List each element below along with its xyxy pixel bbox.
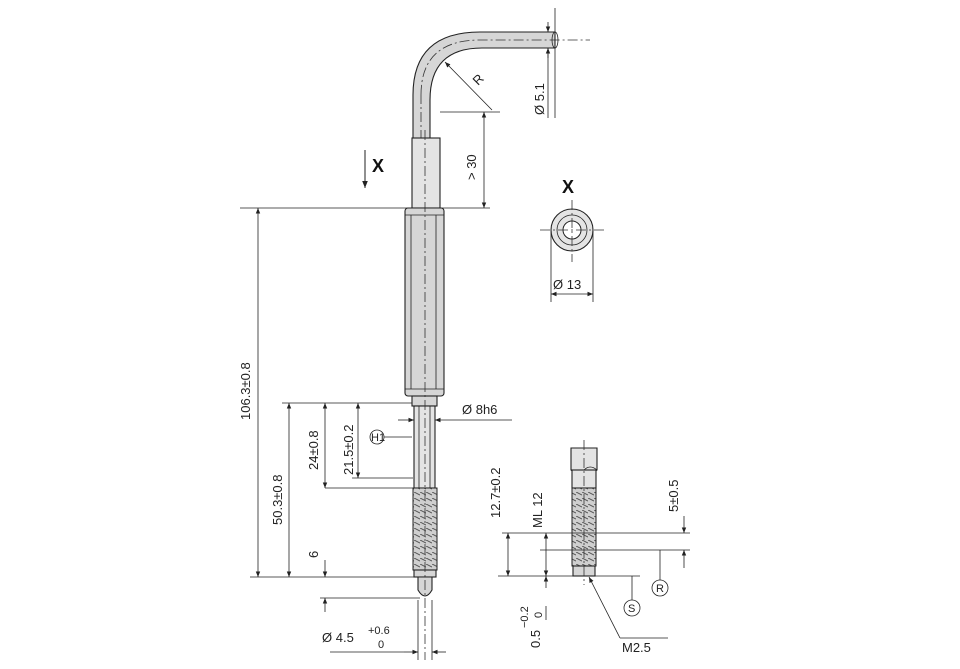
- svg-text:H1: H1: [371, 432, 385, 444]
- dim-stem-21-5: 21.5±0.2: [341, 424, 356, 475]
- dim-cable-diameter: Ø 5.1: [532, 83, 547, 115]
- probe-body: [404, 207, 445, 397]
- dim-detail-tol-upper: −0.2: [519, 606, 531, 628]
- cable-neck: [411, 137, 441, 209]
- dim-bend-radius: R: [470, 71, 487, 88]
- dim-stem-24: 24±0.8: [306, 430, 321, 470]
- dim-detail-5: 5±0.5: [666, 480, 681, 512]
- dim-tip-tol-lower: 0: [378, 639, 384, 651]
- dim-straight-length: > 30: [464, 154, 479, 180]
- dim-tip-6: 6: [306, 551, 321, 558]
- cable: [412, 31, 590, 140]
- dim-detail-ml12: ML 12: [530, 492, 545, 528]
- dim-tip-tol-upper: +0.6: [368, 625, 390, 637]
- dim-total-length: 106.3±0.8: [238, 362, 253, 420]
- dim-detail-tol-lower: 0: [533, 612, 545, 618]
- view-x-label: X: [562, 177, 574, 197]
- s-symbol: S: [628, 603, 635, 615]
- dim-body-diameter: Ø 13: [553, 277, 581, 292]
- h1-symbol: H1: [369, 429, 412, 445]
- r-symbol: R: [656, 583, 664, 595]
- dim-detail-12-7: 12.7±0.2: [488, 467, 503, 518]
- probe-stem: [411, 395, 438, 489]
- end-view-x: Ø 13: [540, 200, 604, 302]
- dim-shaft-length: 50.3±0.8: [270, 474, 285, 525]
- thread-detail: 12.7±0.2 ML 12 5±0.5 R S 0.5 −0.2 0 M2.5: [488, 440, 690, 655]
- dim-tip-diameter: Ø 4.5: [322, 630, 354, 645]
- dim-thread: M2.5: [622, 640, 651, 655]
- dim-detail-0-5: 0.5: [528, 630, 543, 648]
- view-arrow-label: X: [372, 156, 384, 176]
- dim-stem-diameter: Ø 8h6: [462, 402, 497, 417]
